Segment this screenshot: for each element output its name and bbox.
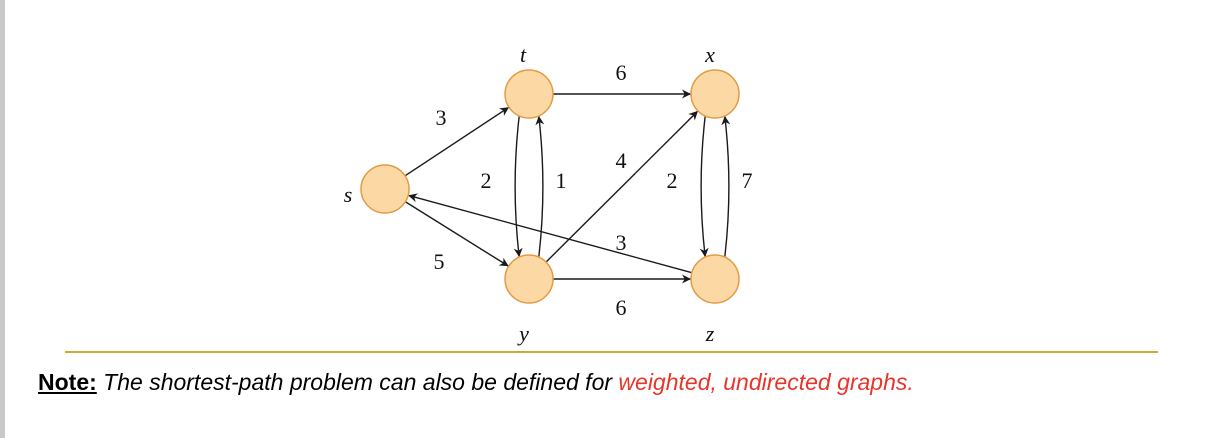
edge-weight-z-s: 3 <box>616 230 627 255</box>
note-label: Note: <box>38 369 97 395</box>
node-label-y: y <box>517 321 529 346</box>
edge-weight-t-x: 6 <box>616 60 627 85</box>
edge-z-s <box>407 193 693 274</box>
edge-weight-y-t: 1 <box>556 168 567 193</box>
divider-line <box>65 351 1158 353</box>
edge-t-y <box>513 115 523 258</box>
edge-z-x <box>721 115 731 258</box>
node-label-z: z <box>705 321 715 346</box>
node-s <box>360 164 410 214</box>
node-x <box>690 69 740 119</box>
edge-weight-x-z: 2 <box>667 168 678 193</box>
edge-s-t <box>404 106 510 177</box>
node-t <box>504 69 554 119</box>
note-text: The shortest-path problem can also be de… <box>103 369 613 395</box>
node-label-s: s <box>344 182 353 207</box>
directed-weighted-graph: 3 5 6 2 1 4 6 2 7 3 s t x y z <box>344 42 753 346</box>
edge-s-y <box>404 201 510 267</box>
node-label-x: x <box>704 42 715 67</box>
edge-weight-z-x: 7 <box>742 168 753 193</box>
edge-y-x <box>545 110 699 263</box>
edge-weight-s-t: 3 <box>436 105 447 130</box>
edge-y-t <box>535 115 545 258</box>
edge-weight-s-y: 5 <box>434 249 445 274</box>
node-y <box>504 254 554 304</box>
note-highlight: weighted, undirected graphs. <box>618 369 914 395</box>
node-label-t: t <box>520 42 527 67</box>
edge-weight-y-z: 6 <box>616 295 627 320</box>
edge-x-z <box>699 115 709 258</box>
edge-weight-y-x: 4 <box>616 148 627 173</box>
node-z <box>690 254 740 304</box>
left-border <box>0 0 5 438</box>
note: Note: The shortest-path problem can also… <box>38 369 914 396</box>
edge-weight-t-y: 2 <box>481 168 492 193</box>
